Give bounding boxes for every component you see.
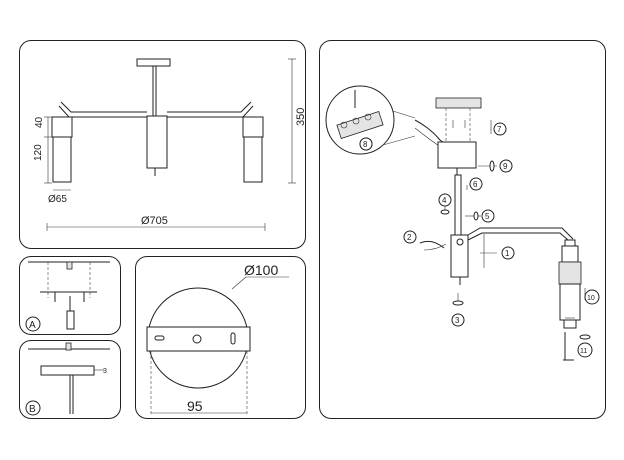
assembly-arm	[467, 227, 574, 240]
ceiling-hatch	[435, 97, 482, 109]
detail-a-label: A	[29, 320, 36, 331]
central-body	[146, 115, 168, 169]
step-marker-10: 10	[584, 289, 600, 305]
step-label-4: 4	[442, 196, 447, 205]
assembly-canopy	[437, 141, 477, 169]
step-marker-8: 8	[359, 137, 373, 151]
step-label-8: 8	[363, 140, 368, 149]
step-label-11: 11	[580, 348, 587, 355]
step-label-9: 9	[503, 162, 508, 171]
detail-b-plate	[40, 365, 95, 376]
step-label-5: 5	[485, 212, 490, 221]
step-label-10: 10	[587, 295, 595, 302]
step-marker-4: 4	[438, 193, 452, 207]
detail-b-arrow-text: 3	[103, 368, 107, 375]
detail-b-label: B	[29, 404, 36, 415]
step-label-6: 6	[473, 180, 478, 189]
step-marker-11: 11	[577, 342, 593, 358]
step-label-3: 3	[455, 316, 460, 325]
step-marker-7: 7	[493, 122, 507, 136]
span-diameter-label: Ø705	[141, 215, 168, 227]
step-marker-5: 5	[481, 209, 495, 223]
plate-diameter-label: Ø100	[244, 262, 278, 278]
wiring-zoom-circle	[325, 85, 395, 155]
step-marker-2: 2	[403, 230, 417, 244]
left-shade	[52, 136, 72, 183]
shade-diameter-label: Ø65	[48, 194, 67, 205]
detail-b-marker	[25, 400, 41, 416]
plate-hole-spacing-label: 95	[187, 398, 203, 414]
detail-a-marker	[25, 316, 41, 332]
canopy-height-label: 40	[34, 116, 45, 128]
step-marker-1: 1	[501, 246, 515, 260]
shade-height-label: 120	[33, 144, 44, 161]
step-label-2: 2	[407, 233, 412, 242]
step-marker-9: 9	[499, 159, 513, 173]
right-shade	[243, 136, 263, 183]
step-marker-6: 6	[469, 177, 483, 191]
total-height-label: 350	[295, 108, 307, 126]
step-marker-3: 3	[451, 313, 465, 327]
step-label-1: 1	[505, 249, 510, 258]
step-label-7: 7	[497, 125, 502, 134]
